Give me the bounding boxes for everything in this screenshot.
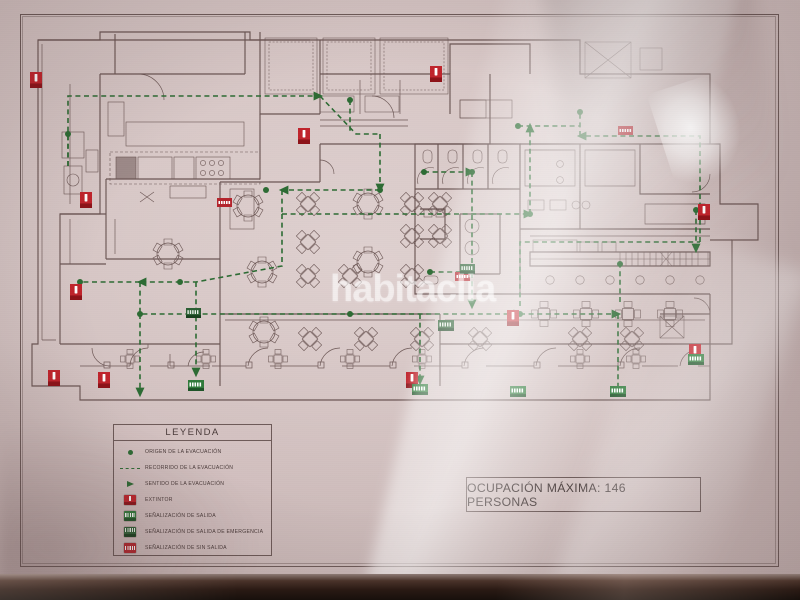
maximum-occupancy-box: OCUPACIÓN MÁXIMA: 146 PERSONAS	[466, 477, 701, 512]
mounting-bottom-edge	[0, 574, 800, 600]
legend-item-label: SENTIDO DE LA EVACUACIÓN	[145, 481, 225, 487]
legend-item-exit-sign: SEÑALIZACIÓN DE SALIDA	[114, 508, 271, 524]
legend-title: LEYENDA	[114, 425, 271, 441]
legend-item-label: ORIGEN DE LA EVACUACIÓN	[145, 449, 222, 455]
legend-item-label: SEÑALIZACIÓN DE SALIDA	[145, 513, 216, 519]
legend-item-label: SEÑALIZACIÓN DE SALIDA DE EMERGENCIA	[145, 529, 264, 535]
no-exit-sign-icon	[119, 543, 141, 553]
legend-item-emergency-exit-sign: SEÑALIZACIÓN DE SALIDA DE EMERGENCIA	[114, 524, 271, 540]
legend-item-label: RECORRIDO DE LA EVACUACIÓN	[145, 465, 234, 471]
legend-item-route: RECORRIDO DE LA EVACUACIÓN	[114, 460, 271, 476]
maximum-occupancy-text: OCUPACIÓN MÁXIMA: 146 PERSONAS	[467, 480, 626, 509]
legend-item-label: SEÑALIZACIÓN DE SIN SALIDA	[145, 545, 227, 551]
legend-item-extinguisher: EXTINTOR	[114, 492, 271, 508]
emergency-exit-sign-icon	[119, 527, 141, 537]
arrow-triangle-icon	[119, 481, 141, 487]
extinguisher-icon	[119, 495, 141, 505]
legend-item-origin: ORIGEN DE LA EVACUACIÓN	[114, 444, 271, 460]
exit-sign-icon	[119, 511, 141, 521]
origin-dot-icon	[119, 449, 141, 455]
legend-item-no-exit-sign: SEÑALIZACIÓN DE SIN SALIDA	[114, 540, 271, 556]
legend-item-label: EXTINTOR	[145, 497, 173, 503]
legend-rows: ORIGEN DE LA EVACUACIÓN RECORRIDO DE LA …	[114, 441, 271, 556]
dashed-line-icon	[119, 467, 141, 469]
legend-item-direction: SENTIDO DE LA EVACUACIÓN	[114, 476, 271, 492]
legend-box: LEYENDA ORIGEN DE LA EVACUACIÓN RECORRID…	[113, 424, 272, 556]
